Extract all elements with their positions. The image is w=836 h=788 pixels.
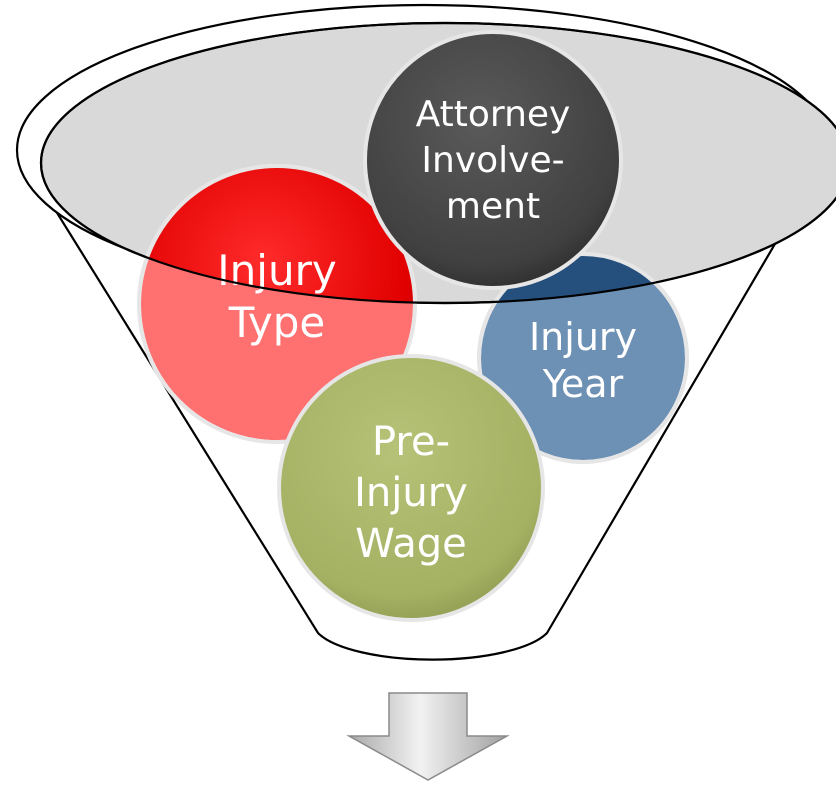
circle-injury-year: Injury Year xyxy=(477,252,689,464)
pre-injury-wage-line-1: Pre- xyxy=(372,419,450,465)
attorney-line-3: ment xyxy=(446,186,540,227)
injury-type-line-2: Type xyxy=(228,298,325,347)
funnel-inner-rim-outline xyxy=(40,21,836,305)
injury-type-line-1: Injury xyxy=(217,246,336,295)
injury-year-line-2: Year xyxy=(542,362,624,406)
down-arrow-icon xyxy=(346,692,510,781)
circle-pre-injury-wage: Pre- Injury Wage xyxy=(277,354,545,622)
pre-injury-wage-line-3: Wage xyxy=(355,521,467,567)
circle-attorney-involvement: Attorney Involve- ment xyxy=(363,30,623,290)
attorney-line-2: Involve- xyxy=(421,140,564,181)
attorney-line-1: Attorney xyxy=(416,94,571,135)
pre-injury-wage-line-2: Injury xyxy=(354,470,468,516)
injury-year-line-1: Injury xyxy=(529,315,637,359)
